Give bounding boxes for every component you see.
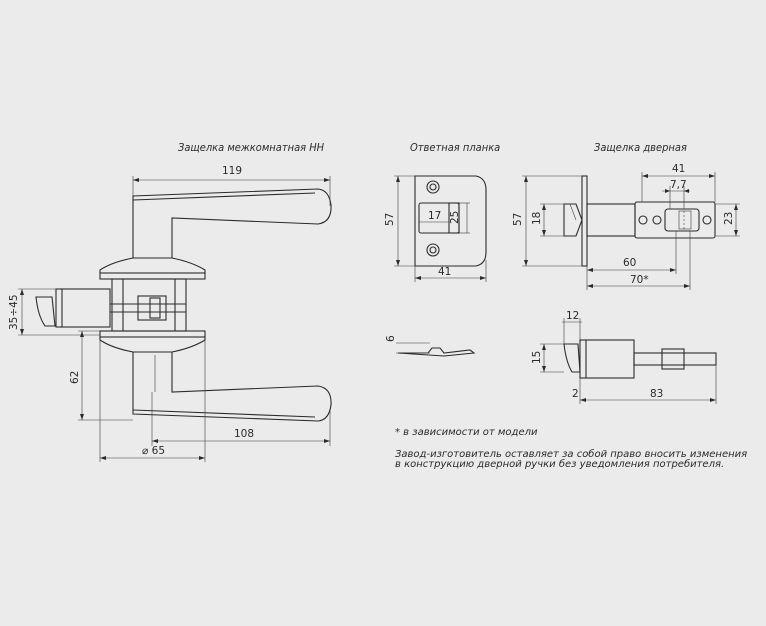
strike-side-view — [397, 347, 476, 357]
dim-diam-65: ⌀ 65 — [142, 445, 165, 457]
bottom-rosette — [99, 336, 206, 353]
dim-62: 62 — [69, 371, 81, 384]
dim-latch-60: 60 — [623, 257, 636, 269]
dim-latch-23: 23 — [723, 212, 735, 225]
latch-bolt — [563, 203, 583, 237]
door-latch-drawing: 57 18 41 7,7 23 60 70* — [512, 163, 740, 290]
dim-latch-70: 70* — [630, 274, 649, 286]
disclaimer-line2: в конструкцию дверной ручки без уведомле… — [395, 458, 724, 470]
latch-tail — [634, 201, 716, 239]
dim-latch-side-83: 83 — [650, 388, 663, 400]
latch-faceplate — [581, 175, 588, 267]
door-latch-side-drawing: 12 15 2 83 — [531, 310, 717, 404]
dim-strike-25: 25 — [449, 211, 461, 224]
dim-latch-side-12: 12 — [566, 310, 579, 322]
dim-latch-7-7: 7,7 — [670, 179, 687, 191]
dim-119: 119 — [222, 165, 242, 177]
dim-strike-57: 57 — [384, 213, 396, 226]
bottom-lever — [132, 351, 332, 422]
strike-plate-drawing: 57 17 25 41 6 — [384, 175, 487, 357]
handle-dimensions: 119 35÷45 62 108 ⌀ 65 — [8, 165, 331, 462]
handle-title: Защелка межкомнатная НН — [178, 141, 325, 154]
top-lever — [132, 188, 332, 259]
dim-108: 108 — [234, 428, 254, 440]
handle-latch-bolt — [35, 296, 56, 327]
latch-side-bolt — [563, 343, 581, 373]
dim-latch-57: 57 — [512, 213, 524, 226]
disclaimer-line1: Завод-изготовитель оставляет за собой пр… — [395, 448, 747, 460]
dim-strike-17: 17 — [428, 210, 441, 222]
latch-title: Защелка дверная — [594, 141, 687, 154]
dim-strike-6: 6 — [385, 335, 397, 342]
dim-latch-18: 18 — [531, 212, 543, 225]
dim-strike-41: 41 — [438, 266, 451, 278]
strike-title: Ответная планка — [410, 141, 500, 154]
strike-plate — [414, 175, 487, 267]
handle-drawing — [35, 188, 332, 422]
top-rosette — [99, 257, 206, 274]
dim-latch-side-15: 15 — [531, 351, 543, 364]
footnote: * в зависимости от модели — [395, 427, 538, 438]
dim-latch-side-2: 2 — [572, 388, 579, 400]
dim-35-45: 35÷45 — [8, 294, 20, 330]
dim-latch-41: 41 — [672, 163, 685, 175]
